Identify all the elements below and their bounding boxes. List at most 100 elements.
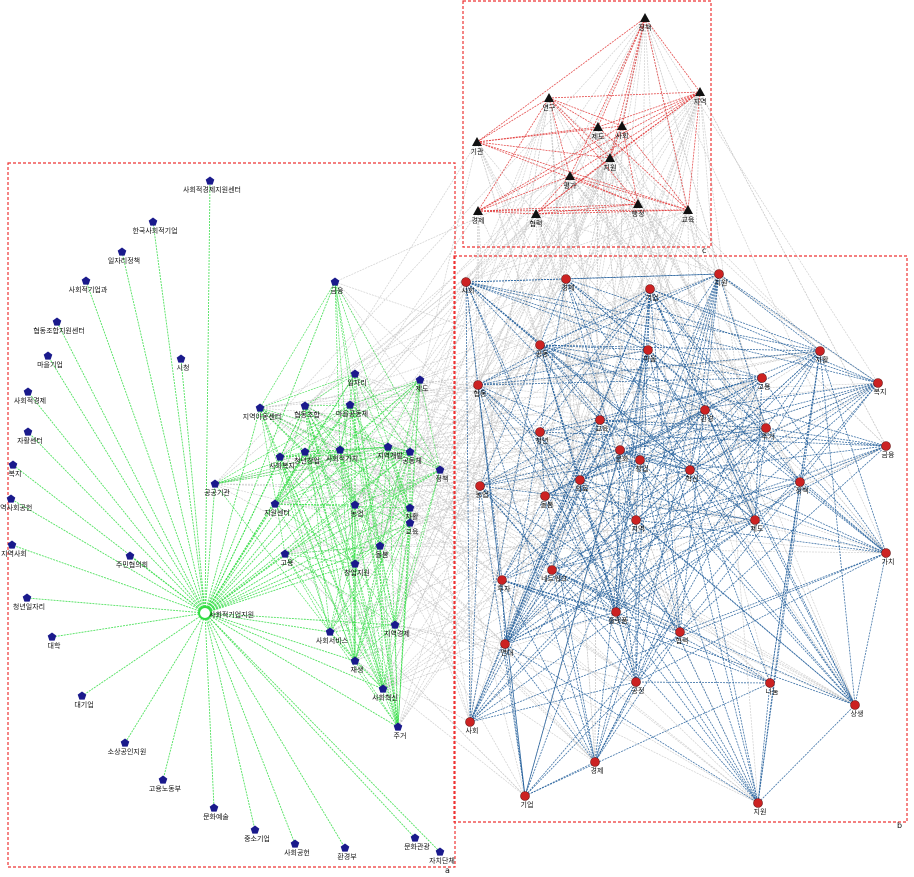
node-pentagon[interactable] — [81, 276, 91, 285]
node-circle[interactable] — [675, 627, 685, 637]
node-triangle[interactable] — [544, 93, 554, 102]
node-triangle[interactable] — [605, 153, 615, 162]
node-triangle[interactable] — [683, 205, 693, 214]
node-circle[interactable] — [714, 269, 724, 279]
node-pentagon[interactable] — [375, 541, 385, 550]
node-pentagon[interactable] — [350, 559, 360, 568]
node-circle[interactable] — [590, 757, 600, 767]
node-pentagon[interactable] — [8, 460, 18, 469]
node-triangle[interactable] — [633, 199, 643, 208]
node-pentagon[interactable] — [158, 775, 168, 784]
node-pentagon[interactable] — [22, 593, 32, 602]
node-pentagon[interactable] — [23, 427, 33, 436]
node-pentagon[interactable] — [43, 351, 53, 360]
node-pentagon[interactable] — [350, 656, 360, 665]
node-circle[interactable] — [873, 378, 883, 388]
node-pentagon[interactable] — [23, 387, 33, 396]
node-circle[interactable] — [761, 423, 771, 433]
node-pentagon[interactable] — [205, 176, 215, 185]
node-circle[interactable] — [535, 427, 545, 437]
node-pentagon[interactable] — [350, 500, 360, 509]
node-triangle[interactable] — [617, 121, 627, 130]
node-pentagon[interactable] — [415, 375, 425, 384]
node-triangle[interactable] — [473, 206, 483, 215]
node-pentagon[interactable] — [390, 620, 400, 629]
node-triangle[interactable] — [565, 171, 575, 180]
node-pentagon[interactable] — [250, 825, 260, 834]
node-triangle[interactable] — [593, 122, 603, 131]
node-pentagon[interactable] — [280, 549, 290, 558]
node-circle[interactable] — [881, 548, 891, 558]
node-circle[interactable] — [643, 345, 653, 355]
node-circle[interactable] — [535, 340, 545, 350]
edge — [339, 449, 399, 728]
node-circle[interactable] — [615, 445, 625, 455]
node-circle[interactable] — [795, 477, 805, 487]
node-circle[interactable] — [757, 373, 767, 383]
node-pentagon[interactable] — [6, 494, 16, 503]
node-pentagon[interactable] — [7, 540, 17, 549]
node-pentagon[interactable] — [176, 354, 186, 363]
node-pentagon[interactable] — [350, 369, 360, 378]
node-circle[interactable] — [815, 346, 825, 356]
node-pentagon[interactable] — [300, 401, 310, 410]
node-circle[interactable] — [765, 678, 775, 688]
node-pentagon[interactable] — [435, 465, 445, 474]
node-pentagon[interactable] — [125, 551, 135, 560]
node-circle[interactable] — [611, 607, 621, 617]
node-pentagon[interactable] — [290, 839, 300, 848]
node-circle[interactable] — [520, 791, 530, 801]
node-pentagon[interactable] — [210, 479, 220, 488]
node-circle[interactable] — [850, 700, 860, 710]
node-circle[interactable] — [473, 380, 483, 390]
node-pentagon[interactable] — [335, 445, 345, 454]
node-pentagon[interactable] — [255, 403, 265, 412]
node-pentagon[interactable] — [270, 499, 280, 508]
node-pentagon[interactable] — [383, 442, 393, 451]
node-pentagon[interactable] — [405, 503, 415, 512]
node-pentagon[interactable] — [325, 627, 335, 636]
node-pentagon[interactable] — [117, 247, 127, 256]
node-pentagon[interactable] — [148, 217, 158, 226]
node-circle[interactable] — [540, 491, 550, 501]
node-pentagon[interactable] — [47, 632, 57, 641]
node-pentagon[interactable] — [77, 691, 87, 700]
node-pentagon[interactable] — [435, 847, 445, 856]
node-pentagon[interactable] — [330, 277, 340, 286]
node-pentagon[interactable] — [378, 684, 388, 693]
node-pentagon[interactable] — [405, 447, 415, 456]
hub-node[interactable] — [198, 606, 212, 620]
node-circle[interactable] — [631, 515, 641, 525]
node-triangle[interactable] — [640, 13, 650, 22]
node-pentagon[interactable] — [340, 843, 350, 852]
node-pentagon[interactable] — [300, 447, 310, 456]
node-circle[interactable] — [700, 405, 710, 415]
node-circle[interactable] — [750, 515, 760, 525]
node-circle[interactable] — [461, 277, 471, 287]
node-circle[interactable] — [465, 717, 475, 727]
node-circle[interactable] — [575, 475, 585, 485]
node-pentagon[interactable] — [405, 518, 415, 527]
node-pentagon[interactable] — [52, 317, 62, 326]
node-circle[interactable] — [561, 274, 571, 284]
node-circle[interactable] — [635, 455, 645, 465]
node-circle[interactable] — [685, 465, 695, 475]
node-triangle[interactable] — [472, 137, 482, 146]
node-pentagon[interactable] — [209, 803, 219, 812]
node-pentagon[interactable] — [345, 400, 355, 409]
node-pentagon[interactable] — [393, 722, 403, 731]
node-circle[interactable] — [500, 639, 510, 649]
node-circle[interactable] — [497, 575, 507, 585]
node-circle[interactable] — [631, 677, 641, 687]
node-circle[interactable] — [881, 441, 891, 451]
node-pentagon[interactable] — [410, 833, 420, 842]
node-circle[interactable] — [475, 481, 485, 491]
node-triangle[interactable] — [695, 87, 705, 96]
node-circle[interactable] — [645, 284, 655, 294]
node-circle[interactable] — [547, 565, 557, 575]
node-circle[interactable] — [595, 415, 605, 425]
node-circle[interactable] — [753, 798, 763, 808]
node-pentagon[interactable] — [275, 452, 285, 461]
node-pentagon[interactable] — [120, 738, 130, 747]
node-triangle[interactable] — [531, 209, 541, 218]
